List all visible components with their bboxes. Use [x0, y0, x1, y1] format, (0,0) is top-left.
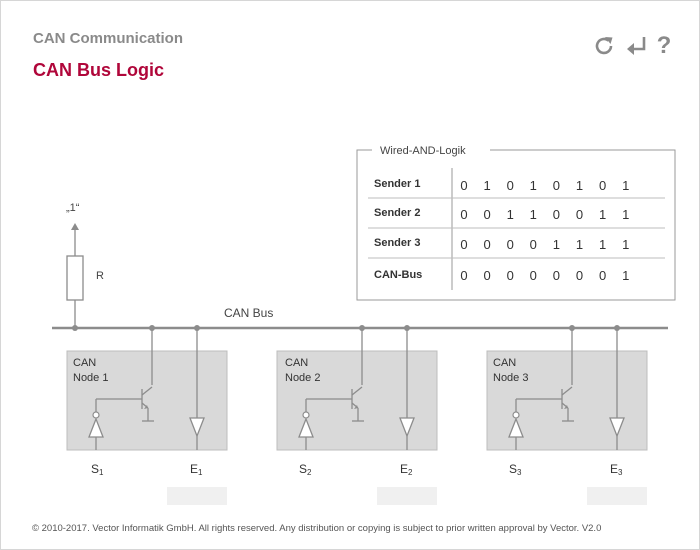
row-label-sender-1: Sender 1	[374, 178, 420, 190]
node-1-output-field	[167, 487, 227, 505]
return-button[interactable]	[624, 33, 648, 59]
wired-and-table: Wired-AND-Logik Sender 1 Sender 2 Sender…	[356, 145, 676, 301]
node-2-send-label: S2	[299, 462, 312, 477]
bit-cell: 1	[483, 178, 490, 193]
node-2-output-field	[377, 487, 437, 505]
bit-cell: 0	[576, 207, 583, 222]
pullup-label: „1“	[66, 202, 80, 214]
bit-cell: 1	[576, 178, 583, 193]
bit-cell: 0	[460, 178, 467, 193]
node-1-recv-label: E1	[190, 462, 203, 477]
resistor-label: R	[96, 270, 104, 282]
bit-cell: 0	[530, 268, 537, 283]
node-2-subtitle: Node 2	[285, 372, 320, 384]
node-1-send-label: S1	[91, 462, 104, 477]
bit-cell: 0	[507, 178, 514, 193]
reload-button[interactable]	[592, 33, 616, 59]
pullup-resistor: „1“ R	[66, 202, 104, 328]
row-label-can-bus: CAN-Bus	[374, 269, 422, 281]
bit-cell: 1	[599, 237, 606, 252]
bit-cell: 1	[530, 178, 537, 193]
bit-cell: 0	[576, 268, 583, 283]
help-button[interactable]: ?	[652, 33, 676, 59]
bit-cell: 1	[622, 178, 629, 193]
can-node-3: CAN Node 3 S3 E3	[493, 325, 625, 477]
can-node-2: CAN Node 2 S2 E2	[285, 325, 415, 477]
node-3-send-label: S3	[509, 462, 522, 477]
bit-cell: 1	[599, 207, 606, 222]
bit-cell: 0	[553, 268, 560, 283]
reload-icon	[595, 37, 613, 55]
bit-cell: 1	[622, 268, 629, 283]
node-1-subtitle: Node 1	[73, 372, 108, 384]
bit-cell: 0	[599, 268, 606, 283]
bit-cell: 0	[507, 268, 514, 283]
bit-cell: 0	[483, 268, 490, 283]
bit-cell: 0	[483, 207, 490, 222]
node-2-recv-label: E2	[400, 462, 413, 477]
node-3-title: CAN	[493, 357, 516, 369]
node-1-title: CAN	[73, 357, 96, 369]
can-bus-label: CAN Bus	[224, 306, 273, 320]
node-3-subtitle: Node 3	[493, 372, 528, 384]
node-2-title: CAN	[285, 357, 308, 369]
bit-cell: 0	[530, 237, 537, 252]
bit-cell: 1	[622, 237, 629, 252]
node-3-output-field	[587, 487, 647, 505]
row-label-sender-3: Sender 3	[374, 237, 420, 249]
bit-cells: 0 1 0 1 0 1 0 1 0 0 1 1 0 0 1 1 0 0 0 0 1 1 1 1 0 0 0 0 0 0 0 1	[460, 178, 629, 283]
wired-and-title: Wired-AND-Logik	[380, 145, 466, 157]
bit-cell: 1	[553, 237, 560, 252]
can-node-1: CAN Node 1 S1 E1	[73, 325, 205, 477]
bit-cell: 0	[460, 237, 467, 252]
help-icon: ?	[656, 32, 672, 59]
bit-cell: 1	[622, 207, 629, 222]
bit-cell: 1	[507, 207, 514, 222]
bit-cell: 0	[460, 268, 467, 283]
page-title: CAN Bus Logic	[33, 60, 165, 80]
return-icon	[627, 37, 646, 55]
bit-cell: 0	[553, 178, 560, 193]
bit-cell: 0	[507, 237, 514, 252]
bit-cell: 1	[576, 237, 583, 252]
copyright-footer: © 2010-2017. Vector Informatik GmbH. All…	[32, 523, 602, 534]
bit-cell: 0	[460, 207, 467, 222]
row-label-sender-2: Sender 2	[374, 207, 420, 219]
breadcrumb: CAN Communication	[33, 30, 183, 47]
node-3-recv-label: E3	[610, 462, 623, 477]
bit-cell: 1	[530, 207, 537, 222]
bit-cell: 0	[599, 178, 606, 193]
bit-cell: 0	[483, 237, 490, 252]
bit-cell: 0	[553, 207, 560, 222]
